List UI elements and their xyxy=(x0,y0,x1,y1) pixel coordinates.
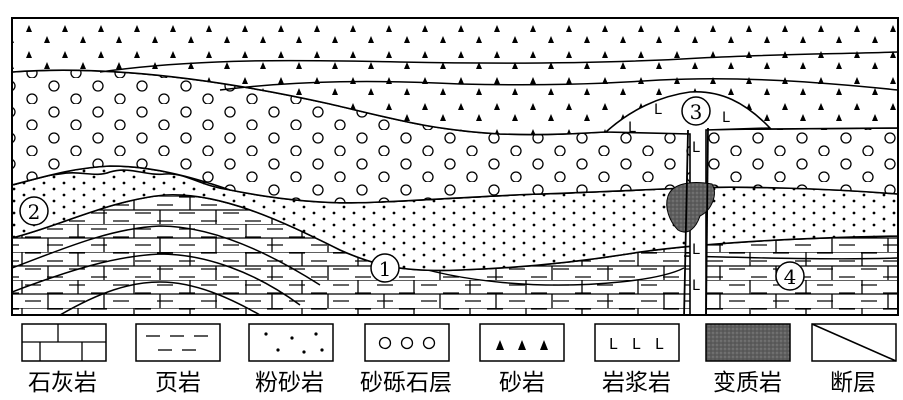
marker-4: 4 xyxy=(784,265,797,289)
marker-2: 2 xyxy=(28,200,41,224)
svg-text:L: L xyxy=(655,335,664,353)
metamorphic-zone xyxy=(666,182,715,233)
legend-symbols: L L L xyxy=(21,323,897,362)
section-frame xyxy=(11,17,899,316)
igneous-mark: L xyxy=(692,278,700,294)
legend-label-sandstone: 砂岩 xyxy=(499,370,545,396)
anticline-fold-lines xyxy=(12,225,321,315)
marker-3: 3 xyxy=(690,100,703,124)
legend-sandstone-symbol xyxy=(479,323,565,362)
legend-shale-symbol xyxy=(135,323,221,362)
igneous-mark: L xyxy=(692,242,700,258)
marker-2-circle xyxy=(19,196,49,226)
legend-siltstone-symbol xyxy=(248,323,334,362)
legend-conglomerate-symbol xyxy=(364,323,450,362)
legend-metamorphic-symbol xyxy=(705,323,791,362)
marker-3-circle xyxy=(681,96,711,126)
legend-label-igneous: 岩浆岩 xyxy=(602,370,671,396)
sandstone-bedding xyxy=(99,51,898,91)
igneous-mark: L xyxy=(692,140,700,156)
marker-4-circle xyxy=(775,261,805,291)
marker-1: 1 xyxy=(379,257,392,281)
igneous-intrusion xyxy=(603,91,772,315)
legend-label-siltstone: 粉砂岩 xyxy=(255,370,324,396)
legend-label-limestone: 石灰岩 xyxy=(28,370,97,396)
legend-fault-symbol xyxy=(811,323,897,362)
marker-1-circle xyxy=(370,253,400,283)
markers: 1 2 3 4 xyxy=(19,96,805,291)
gravel-pattern xyxy=(12,70,898,203)
legend-label-metamorphic: 变质岩 xyxy=(713,370,782,396)
legend-label-conglomerate: 砂砾石层 xyxy=(360,370,452,396)
svg-text:L: L xyxy=(632,335,641,353)
fault-lines xyxy=(683,127,709,315)
igneous-mark: L xyxy=(654,102,662,118)
igneous-mark: L xyxy=(628,120,636,136)
legend-limestone-symbol xyxy=(21,323,107,362)
legend-igneous-symbol: L L L xyxy=(594,323,680,362)
legend-label-shale: 页岩 xyxy=(155,370,201,396)
svg-text:L: L xyxy=(609,335,618,353)
legend-label-fault: 断层 xyxy=(830,370,876,396)
igneous-mark: L xyxy=(722,110,730,126)
section-body: L L L L L L L xyxy=(12,18,898,315)
